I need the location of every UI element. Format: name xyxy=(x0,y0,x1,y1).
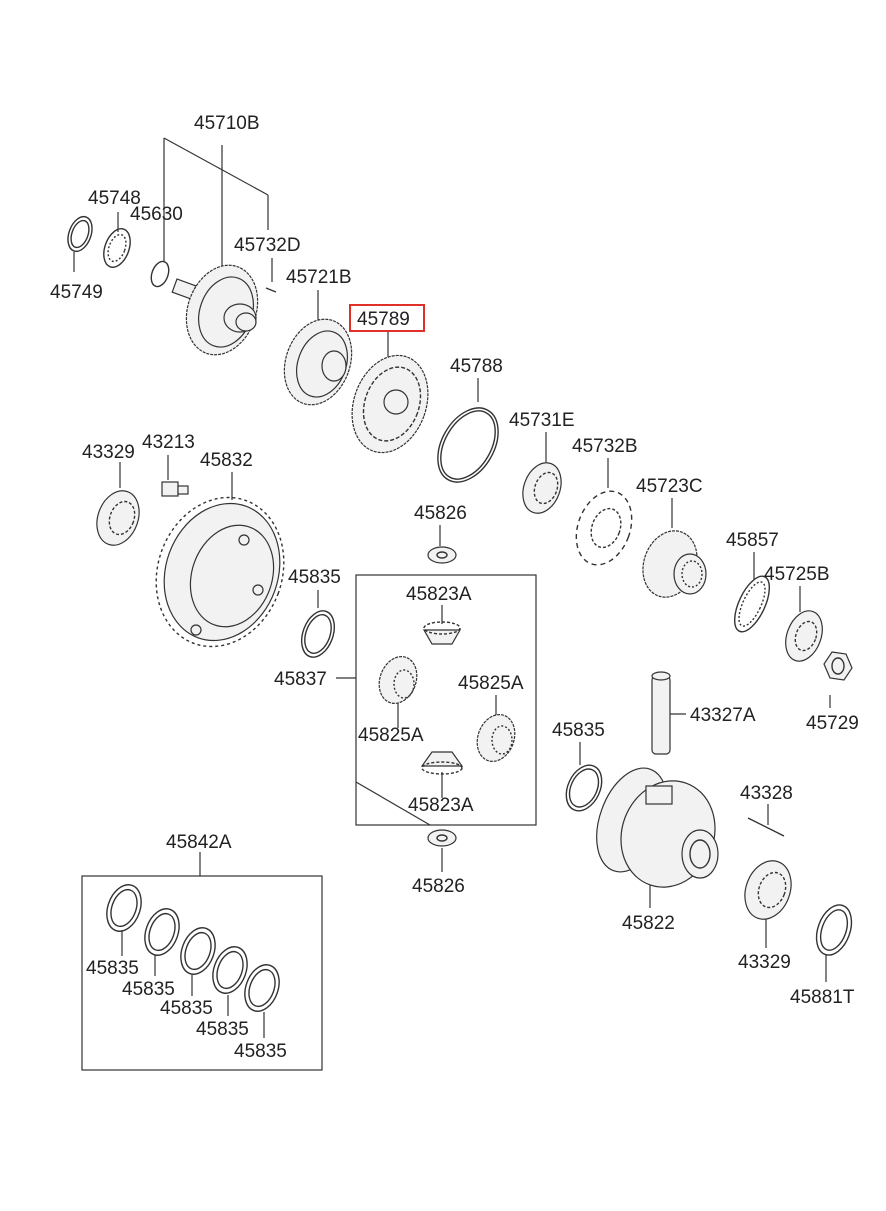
label-45710B[interactable]: 45710B xyxy=(194,113,260,134)
label-45731E[interactable]: 45731E xyxy=(509,410,575,431)
label-45732B[interactable]: 45732B xyxy=(572,436,638,457)
differential-gear-set-box xyxy=(355,574,537,826)
label-45881T[interactable]: 45881T xyxy=(790,987,855,1008)
label-43213[interactable]: 43213 xyxy=(142,432,195,453)
snap-ring-45788[interactable] xyxy=(425,397,510,492)
thrust-washer-45826-top[interactable] xyxy=(427,546,457,564)
label-45835-kit-1[interactable]: 45835 xyxy=(86,958,139,979)
planetary-carrier-45710B[interactable] xyxy=(171,255,269,365)
thrust-washer-45826-bottom[interactable] xyxy=(427,829,457,847)
shim-kit-box xyxy=(81,875,323,1071)
pin-45732D[interactable] xyxy=(265,287,277,293)
bearing-45857[interactable] xyxy=(728,571,777,636)
label-45835-kit-5[interactable]: 45835 xyxy=(234,1041,287,1062)
label-45721B[interactable]: 45721B xyxy=(286,267,352,288)
highlight-box-45789 xyxy=(349,304,425,332)
label-45835-kit-3[interactable]: 45835 xyxy=(160,998,213,1019)
label-45729[interactable]: 45729 xyxy=(806,713,859,734)
label-45823A-top[interactable]: 45823A xyxy=(406,584,472,605)
label-45835-kit-4[interactable]: 45835 xyxy=(196,1019,249,1040)
label-43328[interactable]: 43328 xyxy=(740,783,793,804)
shim-45835-right[interactable] xyxy=(559,759,608,816)
label-45832[interactable]: 45832 xyxy=(200,450,253,471)
label-45835-kit-2[interactable]: 45835 xyxy=(122,979,175,1000)
label-43329-top[interactable]: 43329 xyxy=(82,442,135,463)
leader-lines xyxy=(73,137,831,1038)
washer-45749[interactable] xyxy=(64,213,97,254)
label-43327A[interactable]: 43327A xyxy=(690,705,756,726)
label-45822[interactable]: 45822 xyxy=(622,913,675,934)
lock-pin-43328[interactable] xyxy=(747,817,785,837)
part-labels: 45710B 45748 45630 45732D 45749 45721B 4… xyxy=(50,113,859,1062)
label-45732D[interactable]: 45732D xyxy=(234,235,301,256)
pinion-45825A-left[interactable] xyxy=(373,651,423,708)
pinion-shaft-43327A[interactable] xyxy=(651,671,671,755)
label-45826-top[interactable]: 45826 xyxy=(414,503,467,524)
differential-case-45822[interactable] xyxy=(583,758,729,900)
bearing-43329-bottom[interactable] xyxy=(737,854,799,925)
label-45725B[interactable]: 45725B xyxy=(764,564,830,585)
label-43329-bottom[interactable]: 43329 xyxy=(738,952,791,973)
shim-kit-45842A[interactable] xyxy=(101,880,285,1016)
bearing-45725B[interactable] xyxy=(779,606,829,666)
bearing-45748[interactable] xyxy=(99,225,135,271)
label-45835-right[interactable]: 45835 xyxy=(552,720,605,741)
snap-ring-45630[interactable] xyxy=(148,259,172,289)
label-45826-bottom[interactable]: 45826 xyxy=(412,876,465,897)
label-45823A-bottom[interactable]: 45823A xyxy=(408,795,474,816)
pinion-45825A-right[interactable] xyxy=(471,709,521,766)
label-45749[interactable]: 45749 xyxy=(50,282,103,303)
label-45825A-right[interactable]: 45825A xyxy=(458,673,524,694)
label-45842A[interactable]: 45842A xyxy=(166,832,232,853)
bolt-43213[interactable] xyxy=(161,481,189,497)
side-gear-45823A-top[interactable] xyxy=(422,621,462,645)
lock-nut-45729[interactable] xyxy=(823,651,853,681)
pinion-gear-45723C[interactable] xyxy=(634,523,707,605)
label-45837[interactable]: 45837 xyxy=(274,669,327,690)
shim-45881T[interactable] xyxy=(810,900,858,960)
gear-45721B[interactable] xyxy=(273,310,363,415)
label-45630[interactable]: 45630 xyxy=(130,204,183,225)
side-gear-45823A-bottom[interactable] xyxy=(420,751,464,775)
ring-gear-45789[interactable] xyxy=(339,345,441,464)
shim-45835-left[interactable] xyxy=(296,606,341,661)
label-45789[interactable]: 45789 xyxy=(357,309,410,330)
label-45788[interactable]: 45788 xyxy=(450,356,503,377)
sprocket-45732B[interactable] xyxy=(567,483,642,572)
bearing-45731E[interactable] xyxy=(516,457,568,518)
label-45748[interactable]: 45748 xyxy=(88,188,141,209)
label-45723C[interactable]: 45723C xyxy=(636,476,703,497)
bearing-43329-top[interactable] xyxy=(90,485,147,551)
label-45835-left[interactable]: 45835 xyxy=(288,567,341,588)
label-45857[interactable]: 45857 xyxy=(726,530,779,551)
label-45825A-left[interactable]: 45825A xyxy=(358,725,424,746)
ring-gear-45832[interactable] xyxy=(136,479,305,664)
